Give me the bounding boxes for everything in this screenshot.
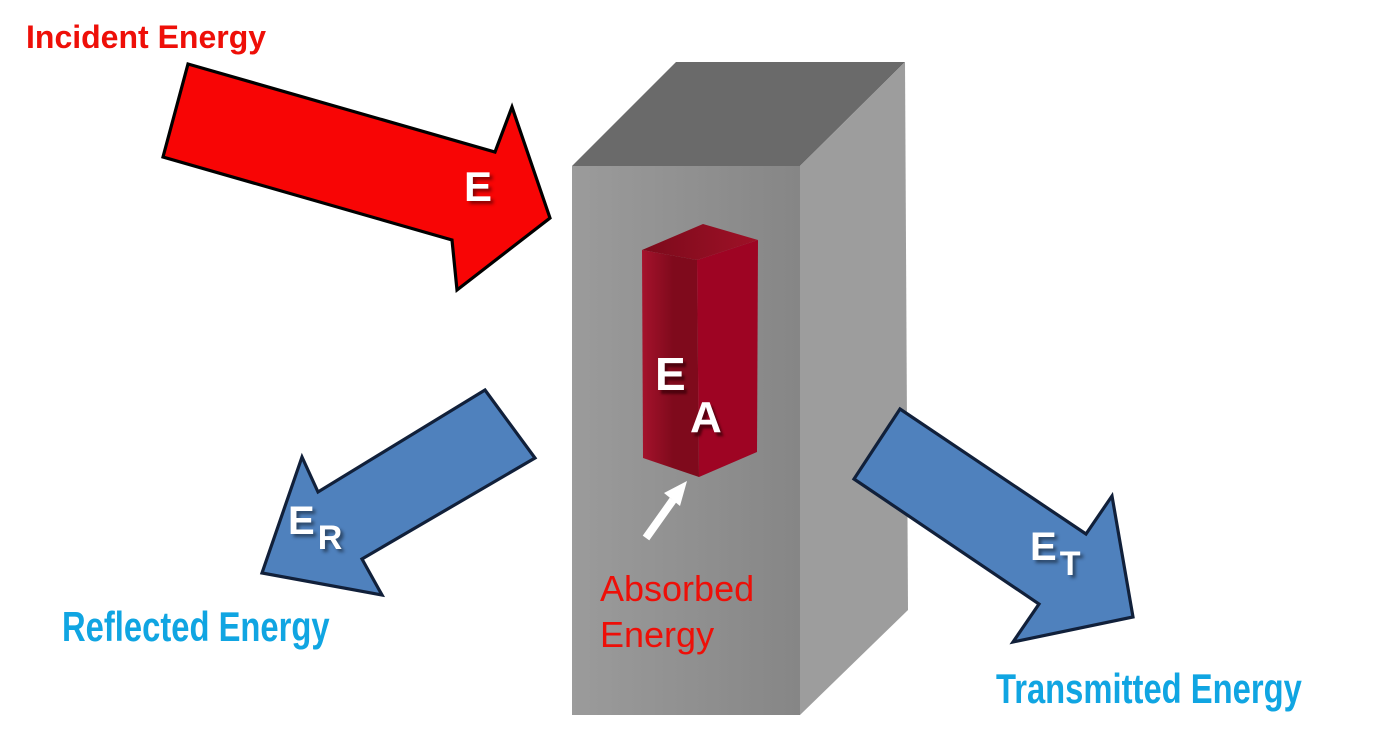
absorbed-pointer-shaft	[642, 497, 677, 541]
reflected-energy-label: Reflected Energy	[62, 603, 330, 650]
reflected-energy-arrow	[259, 387, 538, 598]
absorbed-block-top-face	[642, 224, 758, 260]
transmitted-energy-arrow	[851, 406, 1135, 645]
slab-side-face	[800, 62, 908, 715]
absorbed-symbol-subscript: A	[690, 393, 722, 442]
absorbed-pointer-head	[664, 481, 687, 506]
transmitted-symbol-subscript: T	[1059, 545, 1081, 583]
absorbed-block-front-face	[697, 240, 758, 477]
incident-energy-arrow	[161, 62, 552, 294]
absorbed-symbol-base: E	[655, 348, 686, 400]
absorbed-energy-label-line2: Energy	[600, 614, 715, 655]
transmitted-symbol-base: E	[1030, 525, 1057, 569]
absorbed-energy-label: Absorbed Energy	[600, 566, 754, 658]
slab-top-face	[572, 62, 905, 166]
transmitted-symbol: ET	[1030, 525, 1080, 583]
incident-symbol: E	[464, 163, 493, 210]
incident-energy-label: Incident Energy	[26, 19, 267, 55]
absorbed-block-left-face	[642, 250, 699, 477]
transmitted-energy-label: Transmitted Energy	[996, 665, 1302, 712]
absorbed-energy-label-line1: Absorbed	[600, 568, 755, 609]
reflected-symbol-base: E	[288, 499, 315, 543]
reflected-symbol: ER	[288, 499, 342, 557]
reflected-symbol-subscript: R	[317, 519, 343, 557]
